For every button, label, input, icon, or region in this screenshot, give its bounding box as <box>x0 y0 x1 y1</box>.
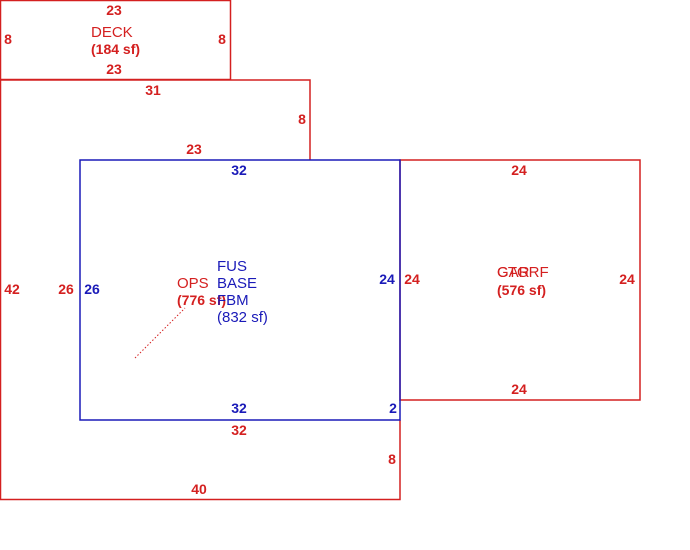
dim-ops-bottom: 40 <box>191 481 207 497</box>
dim-ops-step: 23 <box>186 141 202 157</box>
dim-deck-left: 8 <box>4 31 12 47</box>
dim-fus-corner: 2 <box>389 400 397 416</box>
dim-fus-top: 32 <box>231 162 247 178</box>
dim-deck-top: 23 <box>106 2 122 18</box>
fus-name-line3: FBM <box>217 292 249 309</box>
dim-ops-left: 42 <box>4 281 20 297</box>
fus-name-line1: FUS <box>217 258 247 275</box>
dim-fus-left: 26 <box>84 281 100 297</box>
fus-name-line2: BASE <box>217 275 257 292</box>
garage-area: (576 sf) <box>497 282 546 298</box>
ops-name: OPS <box>177 275 209 292</box>
deck-name: DECK <box>91 24 133 41</box>
dim-deck-right: 8 <box>218 31 226 47</box>
fus-area: (832 sf) <box>217 309 268 326</box>
ops-outline <box>0 79 401 501</box>
dim-ops-right-lower: 8 <box>388 451 396 467</box>
dim-deck-bottom: 23 <box>106 61 122 77</box>
garage-name-b: CTGRF <box>497 264 549 281</box>
dim-garage-bottom: 24 <box>511 381 527 397</box>
deck-area: (184 sf) <box>91 41 140 57</box>
fus-base-outline <box>79 159 401 421</box>
ops-area: (776 sf) <box>177 292 226 308</box>
dim-garage-top: 24 <box>511 162 527 178</box>
ops-leader-line <box>134 307 186 359</box>
dim-garage-right: 24 <box>619 271 635 287</box>
dim-fus-bottom: 32 <box>231 400 247 416</box>
dim-ops-right-upper: 8 <box>298 111 306 127</box>
garage-name-a: GAR <box>497 264 530 281</box>
dim-ops-top: 31 <box>145 82 161 98</box>
dim-ops-inner-left: 26 <box>58 281 74 297</box>
dim-garage-left: 24 <box>404 271 420 287</box>
dim-ops-inner-bottom: 32 <box>231 422 247 438</box>
dim-fus-right: 24 <box>379 271 395 287</box>
